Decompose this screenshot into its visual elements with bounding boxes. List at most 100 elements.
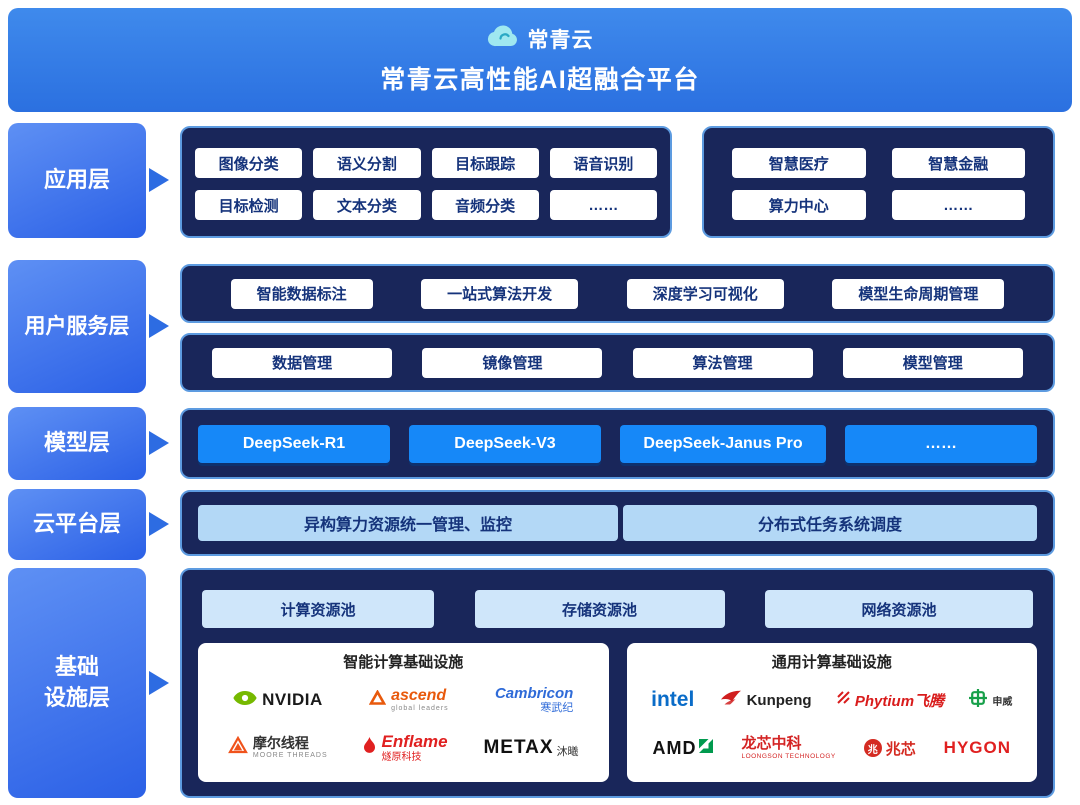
vendor-subtitle: global leaders — [391, 704, 449, 712]
service-item: 模型生命周期管理 — [832, 278, 1005, 309]
model-item-ellipsis: …… — [845, 424, 1037, 463]
vendor-name: 兆芯 — [885, 740, 916, 758]
page-title: 常青云高性能AI超融合平台 — [380, 66, 700, 94]
layer-label-application: 应用层 — [8, 123, 146, 238]
app-item: 文本分类 — [313, 190, 421, 220]
pool-item-label: 存储资源池 — [561, 601, 637, 619]
logo-row: 常青云 — [487, 24, 594, 54]
service-item: 算法管理 — [632, 347, 813, 378]
ascend-icon — [368, 689, 387, 710]
vendor-subtitle: MOORE THREADS — [252, 751, 328, 759]
app-item-ellipsis: …… — [891, 190, 1025, 220]
app-item: 语义分割 — [313, 148, 421, 178]
amd-logo: AMD — [652, 737, 714, 759]
cloud-item-label: 异构算力资源统一管理、监控 — [303, 517, 512, 534]
service-item: 深度学习可视化 — [626, 278, 784, 309]
model-item: DeepSeek-Janus Pro — [620, 424, 826, 463]
app-item-label: 文本分类 — [336, 197, 397, 215]
service-item: 智能数据标注 — [230, 278, 373, 309]
vendor-name: Phytium飞腾 — [854, 692, 945, 710]
model-item-label: DeepSeek-V3 — [454, 434, 556, 452]
user-service-row: 数据管理 镜像管理 算法管理 模型管理 — [182, 335, 1053, 390]
vendor-logo-row: intel Kunpeng Phytium飞腾 申威 — [635, 676, 1030, 724]
app-item: 音频分类 — [431, 190, 539, 220]
app-item-label: …… — [588, 196, 619, 214]
vendor-name: intel — [651, 688, 695, 711]
user-service-panel-2: 数据管理 镜像管理 算法管理 模型管理 — [180, 333, 1055, 392]
pool-item-label: 网络资源池 — [861, 601, 937, 619]
service-item-label: 镜像管理 — [482, 355, 543, 372]
nvidia-logo: NVIDIA — [233, 690, 323, 711]
app-item: 智慧金融 — [891, 148, 1025, 178]
vendor-name: AMD — [652, 737, 697, 758]
layer-arrow-icon — [149, 671, 169, 695]
resource-pools-row: 计算资源池 存储资源池 网络资源池 — [198, 590, 1037, 628]
layer-label-text: 应用层 — [43, 167, 110, 193]
vendor-name: HYGON — [943, 738, 1012, 757]
vendor-subtitle: 寒武纪 — [540, 702, 574, 715]
service-item: 数据管理 — [212, 347, 393, 378]
moore-threads-logo: 摩尔线程 MOORE THREADS — [228, 736, 328, 759]
pool-item: 网络资源池 — [765, 590, 1033, 628]
zhaoxin-logo: 兆 兆芯 — [863, 738, 916, 759]
vendor-logo-row: NVIDIA ascend global leaders Cambricon — [206, 676, 601, 724]
service-item-label: 智能数据标注 — [256, 286, 347, 303]
app-layer-grid: 图像分类 语义分割 目标跟踪 语音识别 目标检测 文本分类 音频分类 …… — [182, 128, 670, 236]
metax-logo: METAX 沐曦 — [483, 737, 578, 759]
app-item: 图像分类 — [195, 148, 303, 178]
cloud-item-label: 分布式任务系统调度 — [757, 517, 902, 534]
app-item-label: 语音识别 — [573, 155, 634, 173]
sunway-logo: 申威 — [969, 688, 1013, 712]
layer-label-cloud-platform: 云平台层 — [8, 489, 146, 560]
app-item-label: 算力中心 — [768, 197, 829, 215]
vendor-name: 申威 — [992, 696, 1013, 708]
service-item-label: 深度学习可视化 — [652, 286, 758, 303]
loongson-logo: 龙芯中科 LOONGSON TECHNOLOGY — [741, 736, 835, 760]
smart-compute-panel: 智能计算基础设施 NVIDIA ascend global leaders — [198, 643, 609, 782]
general-compute-title: 通用计算基础设施 — [771, 654, 892, 671]
vendor-subtitle: 沐曦 — [556, 746, 579, 758]
app-layer-panel-right: 智慧医疗 智慧金融 算力中心 …… — [702, 126, 1055, 238]
cloud-platform-panel: 异构算力资源统一管理、监控 分布式任务系统调度 — [180, 490, 1055, 556]
model-layer-row: DeepSeek-R1 DeepSeek-V3 DeepSeek-Janus P… — [182, 410, 1053, 477]
amd-arrow-icon — [699, 738, 714, 758]
model-item-label: DeepSeek-R1 — [242, 434, 346, 452]
service-item-label: 模型生命周期管理 — [858, 286, 979, 303]
cloud-item: 分布式任务系统调度 — [623, 505, 1037, 541]
enflame-logo: Enflame 燧原科技 — [363, 732, 448, 763]
vendor-name: Cambricon — [494, 684, 574, 702]
app-item-label: 智慧医疗 — [768, 155, 829, 173]
vendor-name: 龙芯中科 — [741, 735, 802, 753]
infrastructure-inner: 计算资源池 存储资源池 网络资源池 智能计算基础设施 NVIDIA — [182, 570, 1053, 796]
user-service-row: 智能数据标注 一站式算法开发 深度学习可视化 模型生命周期管理 — [182, 266, 1053, 321]
phytium-icon — [837, 691, 850, 709]
app-item: 语音识别 — [549, 148, 657, 178]
layer-arrow-icon — [149, 512, 169, 536]
sunway-knot-icon — [969, 688, 988, 712]
general-compute-panel: 通用计算基础设施 intel Kunpeng Phytium飞腾 — [626, 643, 1037, 782]
layer-arrow-icon — [149, 314, 169, 338]
layer-label-infrastructure: 基础 设施层 — [8, 568, 146, 798]
vendor-name: METAX — [483, 737, 554, 758]
vendor-name: Enflame — [381, 732, 448, 752]
vendor-name: ascend — [391, 687, 447, 705]
app-item-label: 音频分类 — [455, 197, 516, 215]
cloud-platform-row: 异构算力资源统一管理、监控 分布式任务系统调度 — [182, 492, 1053, 554]
ascend-logo: ascend global leaders — [368, 687, 449, 712]
model-item-label: …… — [925, 434, 957, 452]
layer-label-user-service: 用户服务层 — [8, 260, 146, 393]
service-item-label: 模型管理 — [902, 355, 963, 372]
hygon-logo: HYGON — [944, 738, 1011, 758]
service-item: 模型管理 — [842, 347, 1023, 378]
app-item: 目标检测 — [195, 190, 303, 220]
app-item: 智慧医疗 — [732, 148, 866, 178]
app-item: 目标跟踪 — [431, 148, 539, 178]
app-item-label: 目标检测 — [218, 197, 279, 215]
app-item-label: …… — [943, 196, 974, 214]
intel-logo: intel — [651, 688, 694, 712]
app-item-label: 图像分类 — [218, 155, 279, 173]
logo-text: 常青云 — [527, 29, 594, 52]
app-item-ellipsis: …… — [549, 190, 657, 220]
app-item-label: 语义分割 — [336, 155, 397, 173]
